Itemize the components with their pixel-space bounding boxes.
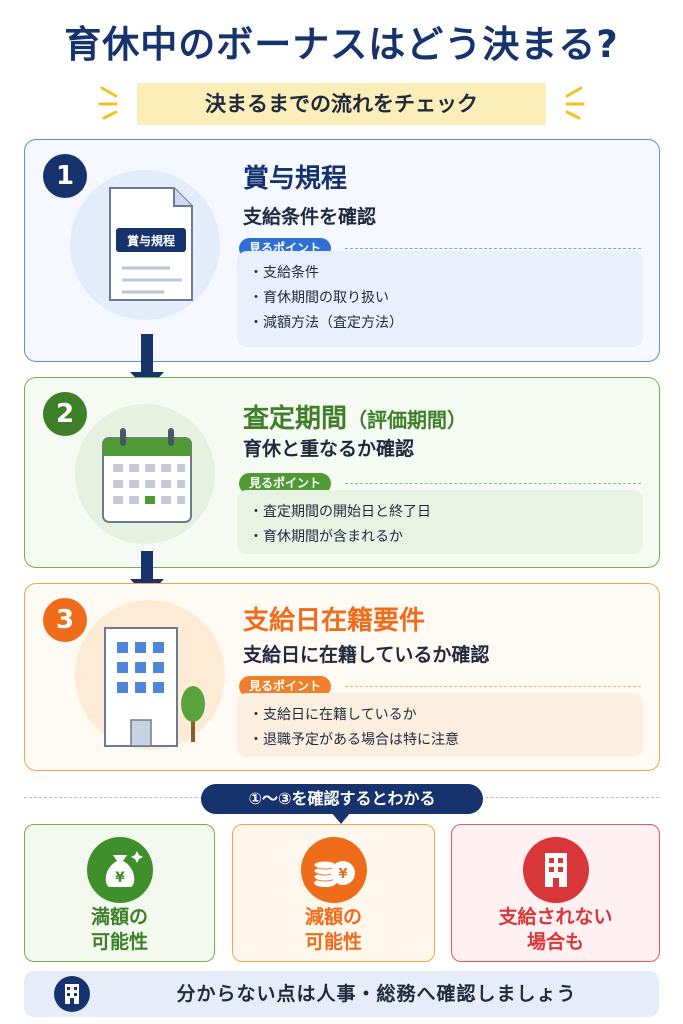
list-item: 育休期間の取り扱い [249, 286, 631, 311]
point-list: 支給日に在籍しているか 退職予定がある場合は特に注意 [237, 693, 643, 757]
list-item: 支給日に在籍しているか [249, 703, 631, 728]
result-card-reduced: ¥ 減額の可能性 [232, 824, 435, 962]
office-building-icon [104, 627, 205, 747]
list-item: 査定期間の開始日と終了日 [249, 500, 631, 525]
svg-text:¥: ¥ [115, 870, 125, 886]
step-title: 賞与規程 [243, 164, 348, 194]
step-description: 育休と重なるか確認 [243, 438, 415, 460]
document-icon: 賞与規程 [109, 187, 193, 301]
step-card-2: 2 査定期間（評価期間） 育休と重なるか確認 見るポイント 査定期間の開始日と終… [24, 377, 660, 568]
coins-icon: ¥ [300, 837, 367, 903]
step-card-3: 3 支給日在籍要件 支給日に在籍しているか確認 見るポイント 支給日に在籍してい… [24, 583, 660, 771]
result-label: 減額の可能性 [304, 906, 362, 953]
step-title-paren: （評価期間） [347, 408, 468, 432]
list-item: 支給条件 [249, 261, 631, 286]
result-card-full: ¥ 満額の可能性 [24, 824, 215, 962]
point-list: 査定期間の開始日と終了日 育休期間が含まれるか [237, 490, 643, 554]
dashed-divider [345, 248, 641, 249]
step-card-1: 1 賞与規程 賞与規程 支給条件を確認 見るポイント 支給条件 育休期間の取り扱… [24, 139, 660, 362]
building-icon [522, 837, 589, 903]
dashed-divider [345, 686, 641, 687]
sparkle-left-icon [98, 86, 118, 120]
subtitle-banner: 決まるまでの流れをチェック [137, 83, 546, 125]
result-label: 支給されない場合も [498, 906, 613, 953]
sparkle-right-icon [565, 86, 585, 120]
dashed-divider [345, 483, 641, 484]
point-list: 支給条件 育休期間の取り扱い 減額方法（査定方法） [237, 251, 643, 347]
result-arrow-icon [331, 812, 351, 824]
result-label: 満額の可能性 [90, 906, 148, 953]
result-banner: ①〜③を確認するとわかる [201, 784, 483, 814]
office-building-illustration [75, 600, 225, 750]
list-item: 育休期間が含まれるか [249, 525, 631, 550]
document-illustration: 賞与規程 [70, 170, 220, 320]
step-description: 支給日に在籍しているか確認 [243, 644, 490, 666]
step-title: 支給日在籍要件 [243, 606, 426, 636]
step-number: 2 [43, 392, 87, 436]
step-description: 支給条件を確認 [243, 206, 377, 228]
document-label: 賞与規程 [127, 233, 175, 248]
point-tag: 見るポイント [239, 676, 332, 697]
svg-text:¥: ¥ [338, 867, 347, 882]
calendar-icon [102, 428, 192, 523]
result-card-none: 支給されない場合も [451, 824, 660, 962]
point-tag: 見るポイント [239, 473, 332, 494]
money-bag-icon: ¥ [86, 837, 153, 903]
footer-note: 分からない点は人事・総務へ確認しましょう [24, 971, 659, 1017]
footer-text: 分からない点は人事・総務へ確認しましょう [176, 983, 577, 1005]
page-title: 育休中のボーナスはどう決まる? [64, 23, 619, 66]
office-icon [54, 976, 90, 1012]
step-number: 1 [43, 154, 87, 198]
list-item: 退職予定がある場合は特に注意 [249, 728, 631, 753]
calendar-illustration [75, 404, 215, 544]
list-item: 減額方法（査定方法） [249, 311, 631, 336]
step-number: 3 [43, 598, 87, 642]
step-title: 査定期間（評価期間） [243, 404, 468, 434]
